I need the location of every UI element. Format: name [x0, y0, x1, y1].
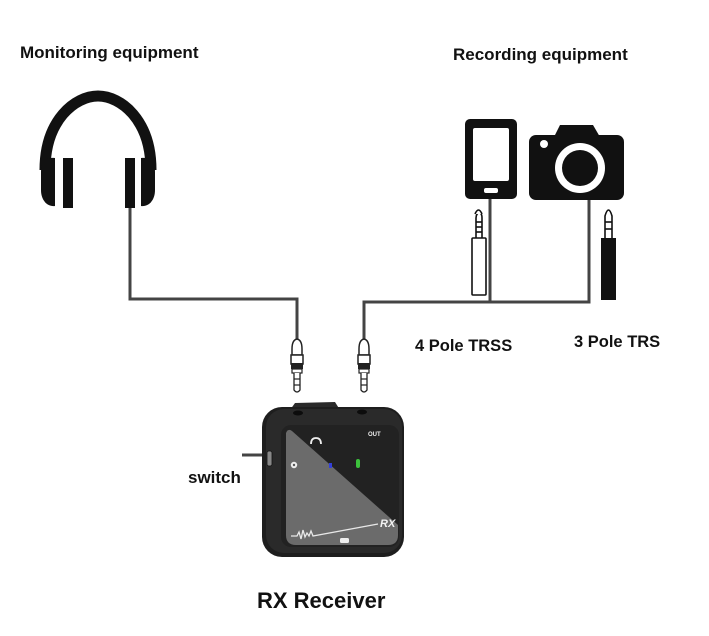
three-pole-trs-label: 3 Pole TRS	[574, 333, 661, 351]
power-switch[interactable]	[266, 450, 273, 467]
pair-button[interactable]	[340, 538, 349, 543]
trs-jack-icon	[601, 209, 616, 300]
rx-receiver-device: OUT RX	[262, 402, 404, 557]
headphone-cable	[128, 205, 299, 340]
monitoring-equipment-label: Monitoring equipment	[20, 43, 199, 62]
output-port	[357, 409, 367, 415]
out-port-label: OUT	[368, 432, 381, 438]
cables	[128, 197, 591, 340]
headphones-icon	[39, 90, 157, 208]
switch-label: switch	[188, 468, 241, 487]
camera-cable	[362, 200, 591, 340]
headphone-port	[293, 410, 303, 416]
four-pole-trss-label: 4 Pole TRSS	[415, 337, 513, 355]
waveform-line	[291, 523, 379, 540]
smartphone-icon	[465, 119, 517, 199]
camera-icon	[529, 125, 624, 200]
recording-equipment-label: Recording equipment	[453, 45, 628, 64]
status-led-green	[356, 459, 360, 468]
diagram-title: RX Receiver	[257, 588, 386, 613]
status-led-blue	[329, 463, 332, 468]
headphone-plug-icon	[290, 338, 304, 393]
rx-badge: RX	[380, 518, 396, 530]
headphone-port-icon	[310, 437, 322, 445]
recording-plug-icon	[357, 338, 371, 393]
trss-jack-icon	[471, 209, 487, 296]
